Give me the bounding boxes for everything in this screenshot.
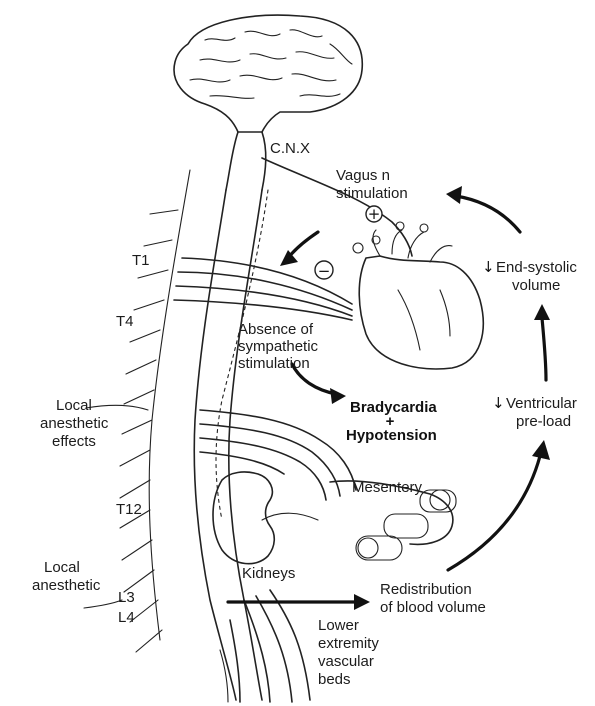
label-kidneys: Kidneys [242, 565, 295, 582]
label-redistribution-1: Redistribution [380, 581, 472, 598]
label-redistribution-2: of blood volume [380, 599, 486, 616]
label-absence-2: sympathetic [238, 338, 319, 355]
label-esv-2: volume [512, 277, 560, 294]
label-vagus-2: stimulation [336, 185, 408, 202]
label-lower-2: extremity [318, 635, 379, 652]
label-lower-3: vascular [318, 653, 374, 670]
down-arrow-esv: ↓ [482, 258, 495, 276]
svg-text:−: − [318, 262, 331, 280]
minus-symbol: − [315, 261, 333, 280]
label-preload-1: Ventricular [506, 395, 577, 412]
label-absence-1: Absence of [238, 321, 314, 338]
arrowhead-absence-to-brady [330, 388, 346, 404]
arrow-esv-to-vagus[interactable] [456, 196, 520, 232]
svg-text:+: + [368, 205, 381, 223]
arrow-vagus-to-heart[interactable] [288, 232, 318, 258]
arrowhead-vagus-to-heart [280, 250, 298, 266]
label-lower-4: beds [318, 671, 351, 688]
brain-illustration [174, 15, 362, 190]
abdominal-nerves [200, 410, 356, 500]
vertebral-column [120, 170, 190, 652]
label-mesentery: Mesentery [352, 479, 423, 496]
arrow-redistribution-to-preload[interactable] [448, 456, 540, 570]
arrowhead-redistribution-to-preload [532, 440, 550, 460]
lower-extremity-vessels [220, 590, 310, 702]
label-lower-1: Lower [318, 617, 359, 634]
down-arrow-preload: ↓ [492, 394, 505, 412]
label-cnx: C.N.X [270, 140, 310, 157]
label-l4: L4 [118, 609, 135, 626]
label-local-anesthetic-1: Local [44, 559, 80, 576]
label-t4: T4 [116, 313, 134, 330]
arrow-preload-to-esv[interactable] [542, 318, 546, 380]
arrowhead-to-redistribution [354, 594, 370, 610]
plus-symbol: + [366, 205, 382, 223]
arrowhead-esv-to-vagus [446, 186, 462, 204]
label-vagus-1: Vagus n [336, 167, 390, 184]
label-t1: T1 [132, 252, 150, 269]
label-t12: T12 [116, 501, 142, 518]
label-local-effects-2: anesthetic [40, 415, 109, 432]
label-local-effects-3: effects [52, 433, 96, 450]
label-absence-3: stimulation [238, 355, 310, 372]
label-preload-2: pre-load [516, 413, 571, 430]
heart-illustration [353, 222, 483, 369]
label-local-effects-1: Local [56, 397, 92, 414]
label-hypotension: Hypotension [346, 427, 437, 444]
label-local-anesthetic-2: anesthetic [32, 577, 101, 594]
label-esv-1: End-systolic [496, 259, 577, 276]
arrowhead-preload-to-esv [534, 304, 550, 320]
label-l3: L3 [118, 589, 135, 606]
